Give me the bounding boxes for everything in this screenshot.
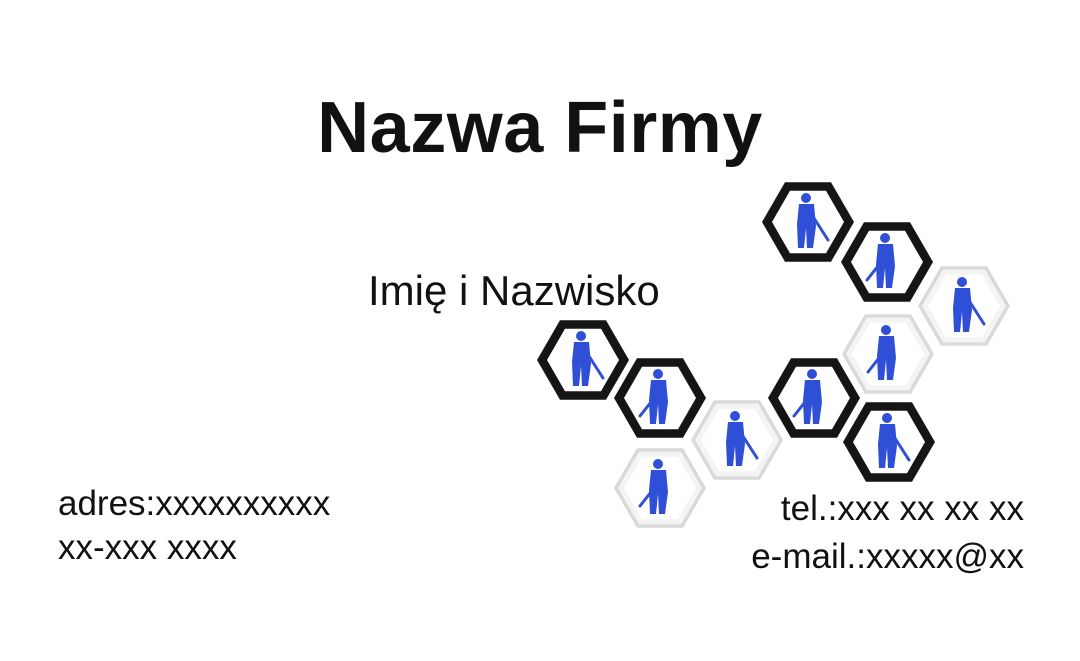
hexagon-tile: [841, 222, 933, 302]
hexagon-tile: [843, 402, 935, 482]
hexagon-tile: [537, 320, 629, 400]
hexagon-tile: [762, 182, 854, 262]
worker-icon: [953, 277, 986, 332]
hexagon-workers-icon: [537, 182, 1010, 528]
worker-icon: [792, 369, 822, 424]
hexagon-tile: [614, 358, 706, 438]
address-line-1: adres:xxxxxxxxxx: [58, 484, 331, 523]
address-line-2: xx-xxx xxxx: [58, 528, 237, 567]
address-block: adres:xxxxxxxxxx xx-xxx xxxx: [58, 482, 330, 570]
company-name: Nazwa Firmy: [317, 88, 763, 168]
person-name: Imię i Nazwisko: [368, 267, 660, 314]
worker-icon: [865, 233, 895, 288]
worker-icon: [572, 331, 605, 386]
contact-block: tel.:xxx xx xx xx e-mail.:xxxxx@xx: [751, 485, 1024, 581]
hexagon-tile: [614, 448, 706, 528]
email-address: e-mail.:xxxxx@xx: [751, 537, 1024, 576]
worker-icon: [797, 193, 830, 248]
worker-icon: [878, 413, 911, 468]
hexagon-tile: [842, 314, 934, 394]
worker-icon: [638, 459, 668, 514]
worker-icon: [726, 411, 759, 466]
hexagon-tile: [768, 358, 860, 438]
worker-icon: [866, 325, 896, 380]
worker-icon: [638, 369, 668, 424]
phone-number: tel.:xxx xx xx xx: [780, 489, 1024, 528]
hexagon-tile: [691, 400, 783, 480]
hexagon-tile: [918, 266, 1010, 346]
